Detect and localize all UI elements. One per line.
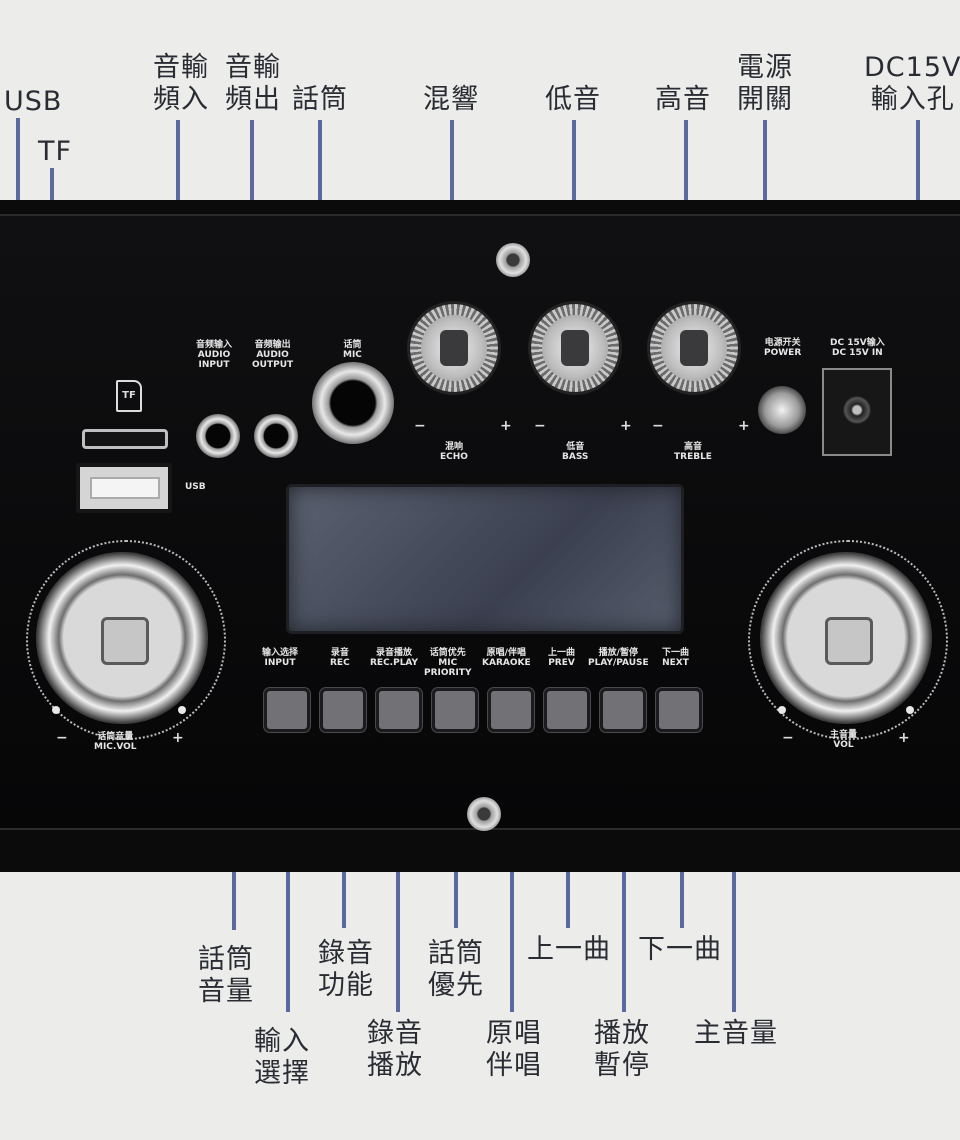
callout-power: 電源開關	[737, 52, 793, 115]
mic-vol-arc	[26, 540, 226, 740]
play-pause-button[interactable]	[600, 688, 646, 732]
karaoke-button[interactable]	[488, 688, 534, 732]
echo-knob[interactable]	[410, 304, 498, 392]
echo-minus: −	[414, 418, 426, 434]
screw-bottom	[467, 797, 501, 831]
dc-input-port[interactable]	[822, 368, 892, 456]
callout-usb: USB	[4, 86, 63, 117]
vol-arc	[748, 540, 948, 740]
vol-minus: −	[782, 730, 794, 746]
echo-plus: +	[500, 418, 512, 434]
callout-karaoke: 原唱伴唱	[486, 1018, 542, 1081]
mic-volume-knob[interactable]	[36, 552, 208, 724]
callout-treble: 高音	[655, 84, 711, 115]
bass-plus: +	[620, 418, 632, 434]
callout-bass: 低音	[545, 84, 601, 115]
callout-mic-vol: 話筒音量	[198, 944, 254, 1007]
usb-port[interactable]	[76, 463, 172, 513]
vol-plus: +	[898, 730, 910, 746]
screw-top	[496, 243, 530, 277]
power-switch[interactable]	[758, 386, 806, 434]
bass-knob[interactable]	[531, 304, 619, 392]
callout-audio-in: 音輸頻入	[153, 52, 209, 115]
callout-main-vol: 主音量	[694, 1018, 778, 1049]
mic-vol-min-dot	[52, 706, 60, 714]
audio-input-jack[interactable]	[196, 414, 240, 458]
tf-card-icon: TF	[116, 380, 142, 412]
usb-panel-label: USB	[185, 482, 206, 492]
vol-min-dot	[778, 706, 786, 714]
callout-audio-out: 音輸頻出	[225, 52, 281, 115]
callout-play-pause: 播放暫停	[594, 1018, 650, 1081]
rec-button[interactable]	[320, 688, 366, 732]
mic-priority-button[interactable]	[432, 688, 478, 732]
lcd-display	[286, 484, 684, 634]
input-select-button[interactable]	[264, 688, 310, 732]
tf-card-slot[interactable]	[82, 429, 168, 449]
mic-vol-plus: +	[172, 730, 184, 746]
callout-prev: 上一曲	[527, 934, 611, 965]
prev-button[interactable]	[544, 688, 590, 732]
mic-vol-minus: −	[56, 730, 68, 746]
callout-rec: 錄音功能	[318, 938, 374, 1001]
callout-input: 輸入選擇	[254, 1026, 310, 1089]
callout-mic-priority: 話筒優先	[428, 938, 484, 1001]
callout-tf: TF	[38, 136, 73, 167]
main-volume-knob[interactable]	[760, 552, 932, 724]
audio-output-jack[interactable]	[254, 414, 298, 458]
treble-minus: −	[652, 418, 664, 434]
vol-max-dot	[906, 706, 914, 714]
callout-mic: 話筒	[292, 84, 348, 115]
mic-vol-max-dot	[178, 706, 186, 714]
next-button[interactable]	[656, 688, 702, 732]
callout-echo: 混響	[423, 84, 479, 115]
callout-rec-play: 錄音播放	[367, 1018, 423, 1081]
bass-minus: −	[534, 418, 546, 434]
callout-next: 下一曲	[638, 934, 722, 965]
treble-knob[interactable]	[650, 304, 738, 392]
rec-play-button[interactable]	[376, 688, 422, 732]
treble-plus: +	[738, 418, 750, 434]
mic-jack[interactable]	[312, 362, 394, 444]
